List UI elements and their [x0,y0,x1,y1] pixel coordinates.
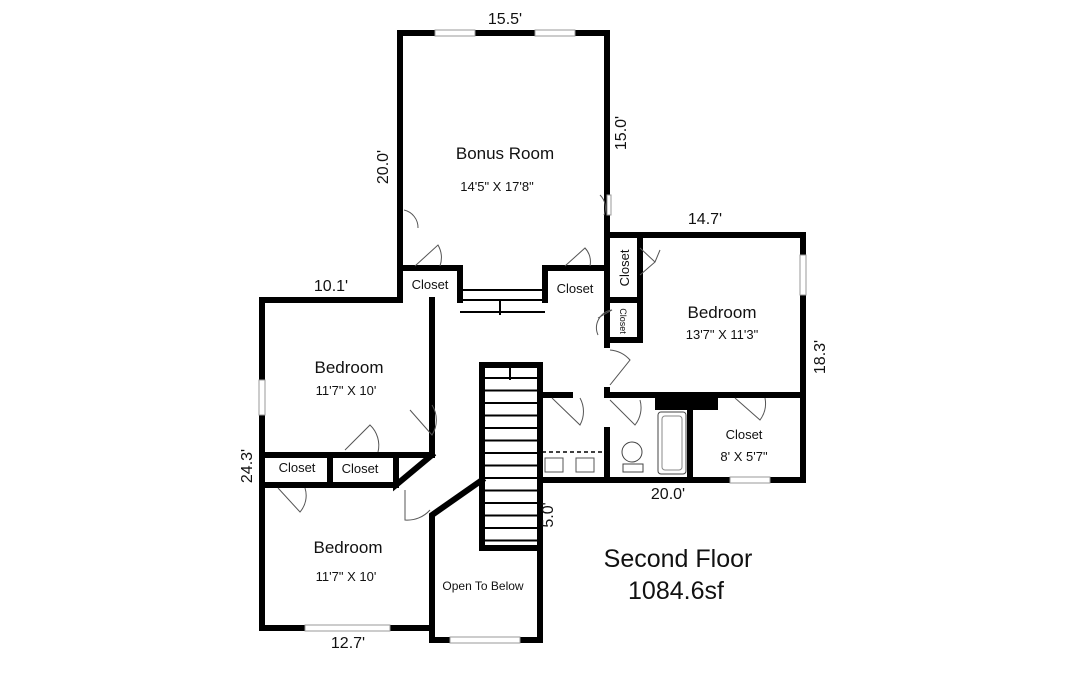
room-bedroom-right-size: 13'7" X 11'3" [686,327,759,342]
dim-bonus-top: 15.5' [488,11,522,28]
room-bonus-name: Bonus Room [456,144,554,163]
closet-label: Closet [412,277,449,292]
staircase [479,362,543,551]
bath-fixtures [542,411,687,475]
doors [277,194,766,521]
landing [460,289,545,315]
floor-title: Second Floor [604,545,753,573]
room-bonus-size: 14'5" X 17'8" [460,179,534,194]
dim-left-top: 10.1' [314,278,348,295]
room-closet-large-name: Closet [726,427,763,442]
closet-label: Closet [279,460,316,475]
closet-label: Closet [557,281,594,296]
dim-bonus-right: 15.0' [613,116,630,150]
room-bedroom-right-name: Bedroom [688,303,757,322]
dim-right-top: 14.7' [688,211,722,228]
dim-bonus-left: 20.0' [375,150,392,184]
room-bedroom-bottom-size: 11'7" X 10' [316,569,377,584]
room-bedroom-bottom-name: Bedroom [314,538,383,557]
closet-label: Closet [617,249,632,286]
room-bedroom-left-size: 11'7" X 10' [316,383,377,398]
dim-bath-bottom: 20.0' [651,486,685,503]
dim-right-side: 18.3' [812,340,829,374]
dim-stair-side: 5.0' [540,502,557,527]
room-bedroom-left-name: Bedroom [315,358,384,377]
room-open-below: Open To Below [442,579,523,593]
floor-area: 1084.6sf [628,577,724,605]
closet-label: Closet [618,308,628,334]
dim-left-side: 24.3' [239,449,256,483]
dim-bottom: 12.7' [331,635,365,652]
room-closet-large-size: 8' X 5'7" [720,449,768,464]
closet-label: Closet [342,461,379,476]
windows [258,29,807,644]
